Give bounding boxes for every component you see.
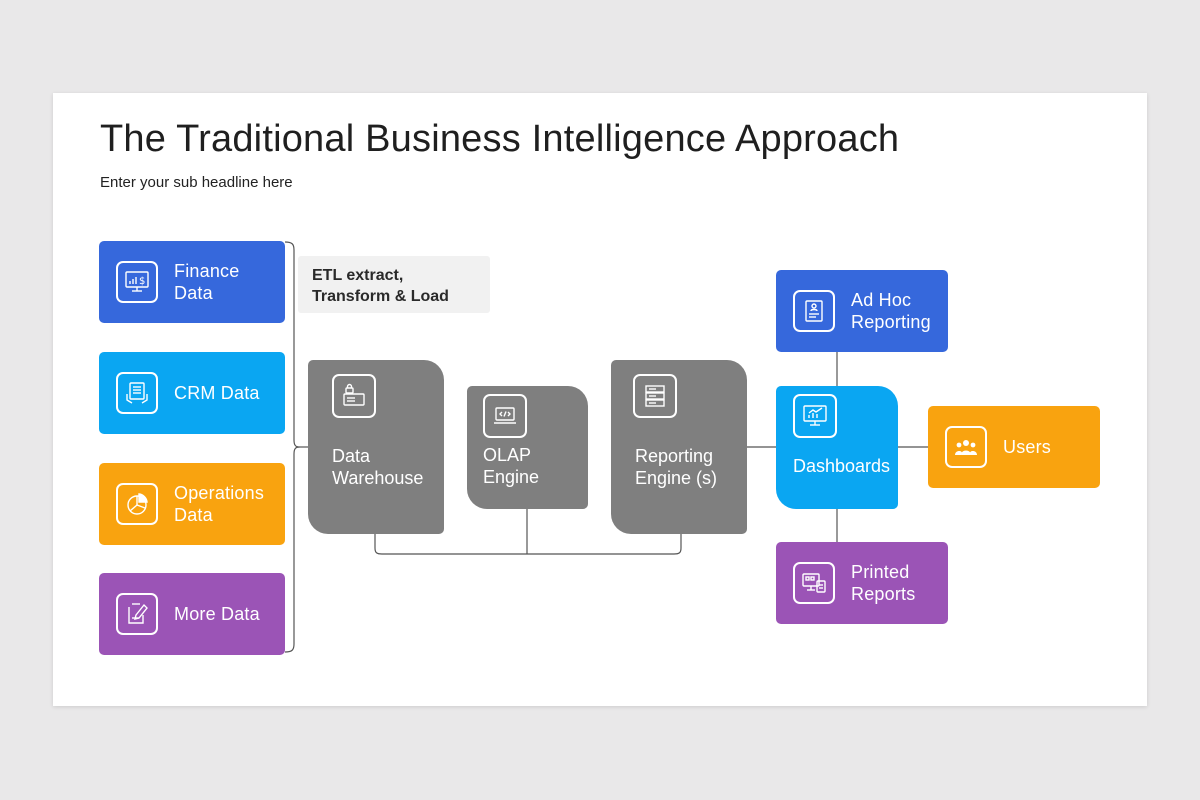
page-subtitle: Enter your sub headline here [100, 174, 293, 191]
dashboards-label: Dashboards [793, 456, 891, 476]
server-rack-icon [633, 374, 677, 418]
output-users: Users [928, 406, 1100, 488]
users-group-icon [945, 426, 987, 468]
code-laptop-icon [483, 394, 527, 438]
output-label: Users [1003, 437, 1052, 457]
etl-label: ETL extract, Transform & Load [298, 256, 490, 313]
printed-report-icon [793, 562, 835, 604]
pie-chart-icon [116, 483, 158, 525]
output-adhoc-reporting: Ad Hoc Reporting [776, 270, 948, 352]
source-label: Finance Data [174, 261, 240, 303]
stage-label: OLAP Engine [483, 445, 540, 487]
dashboards-node: Dashboards [776, 386, 898, 509]
finance-chart-icon: $ [116, 261, 158, 303]
output-label: Printed Reports [851, 562, 916, 604]
svg-text:$: $ [139, 276, 145, 287]
stage-reporting-engine: Reporting Engine (s) [611, 360, 747, 534]
stage-label: Data Warehouse [332, 446, 424, 488]
source-operations-data: Operations Data [99, 463, 285, 545]
output-label: Ad Hoc Reporting [851, 290, 931, 332]
dashboard-monitor-icon [793, 394, 837, 438]
edit-document-icon [116, 593, 158, 635]
stage-label: Reporting Engine (s) [635, 446, 718, 488]
stage-olap-engine: OLAP Engine [467, 386, 588, 509]
source-more-data: More Data [99, 573, 285, 655]
crm-document-icon [116, 372, 158, 414]
source-label: More Data [174, 604, 260, 624]
secure-server-icon [332, 374, 376, 418]
page-title: The Traditional Business Intelligence Ap… [100, 118, 900, 160]
source-label: Operations Data [174, 483, 265, 525]
stage-data-warehouse: Data Warehouse [308, 360, 444, 534]
source-crm-data: CRM Data [99, 352, 285, 434]
report-document-icon [793, 290, 835, 332]
stage-bus-line [374, 534, 682, 555]
output-printed-reports: Printed Reports [776, 542, 948, 624]
source-label: CRM Data [174, 383, 260, 403]
source-finance-data: $ Finance Data [99, 241, 285, 323]
